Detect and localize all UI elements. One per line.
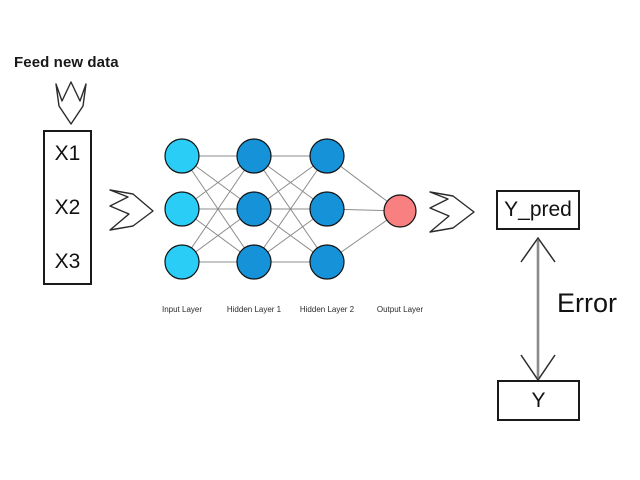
hidden2-node-2 [309, 191, 345, 227]
input-node-3 [164, 244, 200, 280]
output-feed-arrow-right-icon [429, 191, 475, 233]
input-feature-x1: X1 [54, 142, 81, 165]
hidden1-node-1 [236, 138, 272, 174]
input-feed-arrow-right-icon [109, 189, 154, 231]
network-nodes [164, 138, 417, 280]
network-edge [253, 155, 328, 263]
error-label: Error [557, 288, 617, 318]
prediction-box: Y_pred [496, 190, 580, 230]
network-edges [181, 155, 401, 263]
input-feature-x2: X2 [54, 196, 81, 219]
layer-caption-input: Input Layer [161, 305, 203, 314]
output-node-1 [383, 194, 417, 228]
network-edge [181, 155, 255, 263]
target-box: Y [497, 380, 580, 421]
layer-caption-hidden-2: Hidden Layer 2 [299, 305, 355, 314]
input-feature-x3: X3 [54, 250, 81, 273]
hidden2-node-3 [309, 244, 345, 280]
layer-caption-hidden-1: Hidden Layer 1 [226, 305, 282, 314]
hidden1-node-3 [236, 244, 272, 280]
input-node-1 [164, 138, 200, 174]
feed-arrow-down-icon [55, 81, 87, 125]
hidden1-node-2 [236, 191, 272, 227]
input-features-box: X1 X2 X3 [43, 130, 92, 285]
layer-caption-output: Output Layer [376, 305, 424, 314]
input-node-2 [164, 191, 200, 227]
hidden2-node-1 [309, 138, 345, 174]
feed-new-data-label: Feed new data [14, 54, 119, 71]
